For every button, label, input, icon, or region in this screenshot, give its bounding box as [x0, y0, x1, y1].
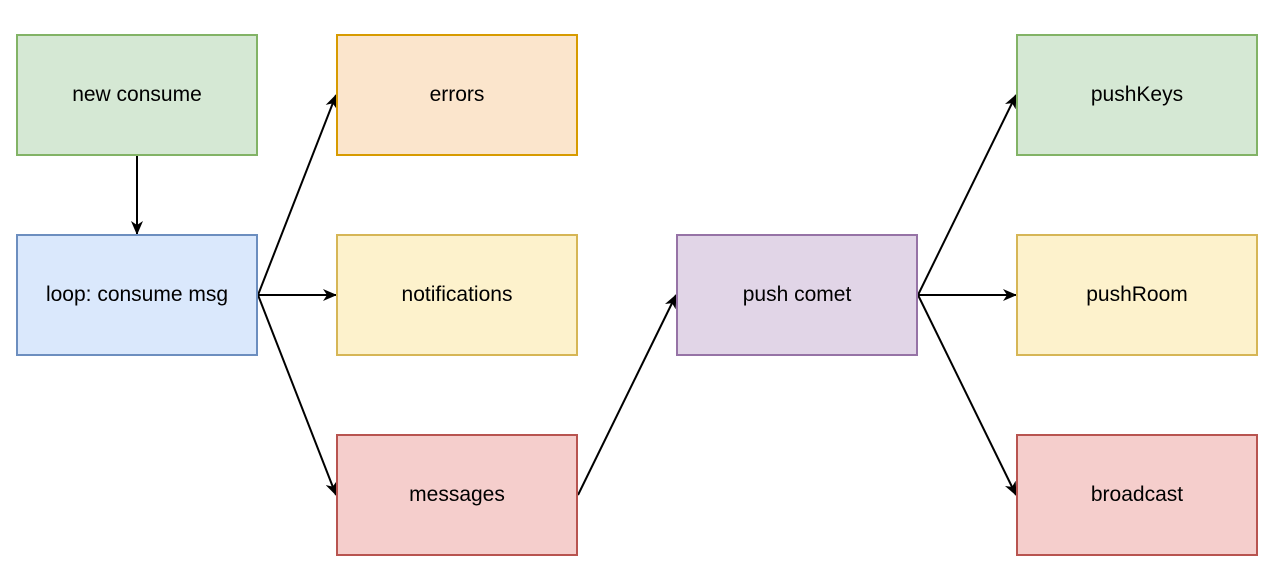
node-label: push comet — [742, 283, 852, 306]
node-notifications: notifications — [336, 234, 578, 356]
node-push-room: pushRoom — [1016, 234, 1258, 356]
node-label: loop: consume msg — [45, 283, 229, 306]
node-label: notifications — [401, 283, 513, 306]
node-label: errors — [429, 83, 485, 106]
edge-push-comet-to-push-keys — [917, 94, 1017, 296]
node-label: pushKeys — [1090, 83, 1184, 106]
node-messages: messages — [336, 434, 578, 556]
node-push-comet: push comet — [676, 234, 918, 356]
node-label: messages — [409, 483, 505, 506]
node-push-keys: pushKeys — [1016, 34, 1258, 156]
edge-loop-to-errors — [257, 94, 337, 296]
node-errors: errors — [336, 34, 578, 156]
node-new-consume: new consume — [16, 34, 258, 156]
edge-loop-to-messages — [257, 294, 337, 496]
node-label: pushRoom — [1086, 283, 1188, 306]
edge-messages-to-push-comet — [577, 294, 677, 496]
node-broadcast: broadcast — [1016, 434, 1258, 556]
node-loop-consume-msg: loop: consume msg — [16, 234, 258, 356]
node-label: broadcast — [1090, 483, 1184, 506]
node-label: new consume — [72, 83, 202, 106]
edge-push-comet-to-broadcast — [917, 294, 1017, 496]
